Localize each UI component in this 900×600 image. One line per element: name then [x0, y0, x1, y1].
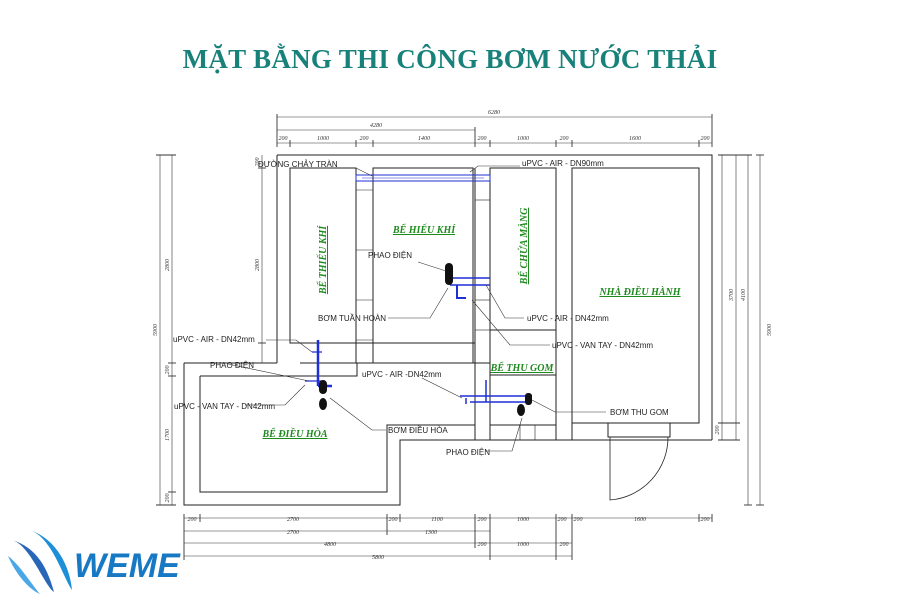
dim-left-inner: 2800 — [165, 259, 171, 271]
dim-top-mid: 4280 — [370, 122, 382, 129]
dim-bottom-seg: 200 — [188, 517, 197, 523]
dim-bottom-row3: 4800 — [324, 541, 336, 548]
callout-upvc-air-dn90: uPVC - AIR - DN90mm — [522, 159, 604, 168]
pipe-bom-tuan-hoan — [456, 285, 466, 299]
room-label-thieu-khi: BỂ THIẾU KHÍ — [316, 225, 329, 295]
dim-bottom-row2: 1300 — [425, 530, 437, 536]
pumps — [319, 263, 532, 416]
walls — [183, 154, 713, 506]
dim-left-outer: 5900 — [153, 324, 159, 336]
dim-right-inner: 200 — [715, 426, 721, 435]
dim-bottom-seg: 200 — [574, 517, 583, 523]
door-swing — [609, 436, 669, 501]
room-label-dieu-hoa: BỂ ĐIỀU HÒA — [261, 427, 327, 440]
callout-bom-dieu-hoa: BƠM ĐIỀU HÒA — [388, 425, 448, 435]
dim-right-inner: 3700 — [729, 289, 735, 302]
dim-bottom-seg: 1600 — [634, 517, 646, 523]
dim-bottom-row3: 200 — [478, 542, 487, 548]
callout-phao-dien: PHAO ĐIỆN — [368, 251, 412, 260]
leader-lines — [227, 165, 606, 452]
room-thu-gom-outline — [489, 374, 557, 426]
dim-top-seg: 1400 — [418, 135, 430, 142]
outer-wall-top-right — [277, 154, 713, 440]
dim-bottom-seg: 200 — [478, 517, 487, 523]
callout-upvc-van-tay: uPVC - VAN TAY - DN42mm — [174, 402, 275, 411]
pump-icon — [319, 380, 327, 394]
callout-phao-dien: PHAO ĐIỆN — [446, 448, 490, 457]
weme-logo: WEME — [8, 530, 181, 594]
dim-left-inner: 1700 — [165, 429, 171, 441]
room-label-thu-gom: BỂ THU GOM — [490, 361, 555, 374]
dim-bottom-seg: 1100 — [431, 517, 443, 523]
dim-bottom-seg: 2700 — [287, 517, 299, 523]
dim-bottom-row2: 2700 — [287, 530, 299, 536]
room-label-nha-dieu-hanh: NHÀ ĐIỀU HÀNH — [598, 286, 681, 298]
dim-left-inner: 200 — [255, 158, 261, 167]
pipe-hieu-khi — [450, 277, 490, 286]
dimension-lines — [156, 114, 752, 560]
dim-left-inner: 200 — [165, 494, 171, 503]
piping — [305, 174, 532, 404]
room-label-chua-mang: BỂ CHỨA MÀNG — [517, 207, 530, 285]
outer-wall-lower — [183, 362, 712, 506]
dim-right-outer: 5900 — [767, 324, 773, 336]
dim-bottom-row3: 200 — [560, 542, 569, 548]
dim-top-total: 6280 — [488, 110, 500, 116]
callout-bom-thu-gom: BƠM THU GOM — [610, 408, 669, 417]
dim-left-second: 2800 — [255, 259, 261, 271]
room-label-hieu-khi: BỂ HIẾU KHÍ — [392, 223, 456, 236]
air-pipe-dn90 — [355, 174, 491, 182]
dim-top-seg: 200 — [701, 136, 710, 142]
dim-left-inner: 200 — [165, 366, 171, 375]
dim-bottom-seg: 200 — [389, 517, 398, 523]
pump-icon — [445, 263, 453, 285]
room-hieu-khi-outline — [372, 167, 474, 364]
dim-bottom-row4: 5800 — [372, 555, 384, 561]
callout-duong-chay-tran: ĐƯỜNG CHẢY TRÀN — [258, 160, 338, 169]
dimension-labels: 6280 4280 200 1000 200 1400 200 1000 200… — [153, 110, 773, 561]
dim-right-mid: 4100 — [740, 289, 747, 301]
dim-bottom-seg: 200 — [701, 517, 710, 523]
dim-bottom-row3: 1000 — [517, 542, 529, 548]
dim-top-seg: 1600 — [629, 136, 641, 142]
pump-icon — [517, 404, 525, 416]
callout-upvc-air-dn42: uPVC - AIR -DN42mm — [362, 370, 442, 379]
dim-top-seg: 200 — [478, 136, 487, 142]
dim-bottom-seg: 200 — [558, 517, 567, 523]
callout-upvc-air-dn42: uPVC - AIR - DN42mm — [527, 314, 609, 323]
callout-phao-dien: PHAO ĐIỆN — [210, 361, 254, 370]
dim-top-seg: 200 — [360, 136, 369, 142]
pump-icon — [525, 393, 532, 405]
pipe-thu-gom — [460, 395, 532, 403]
dim-top-seg: 200 — [560, 136, 569, 142]
dim-top-seg: 1000 — [517, 136, 529, 142]
pump-icon — [319, 398, 327, 410]
callout-upvc-air-dn42: uPVC - AIR - DN42mm — [173, 335, 255, 344]
callout-bom-tuan-hoan: BƠM TUẦN HOÀN — [318, 313, 386, 323]
page-title: MẶT BẰNG THI CÔNG BƠM NƯỚC THẢI — [182, 44, 718, 74]
dim-top-seg: 1000 — [317, 136, 329, 142]
brand-name: WEME — [74, 547, 181, 585]
dim-bottom-seg: 1000 — [517, 517, 529, 523]
dim-top-seg: 200 — [279, 136, 288, 142]
callout-upvc-van-tay: uPVC - VAN TAY - DN42mm — [552, 341, 653, 350]
door-frame — [607, 422, 671, 438]
